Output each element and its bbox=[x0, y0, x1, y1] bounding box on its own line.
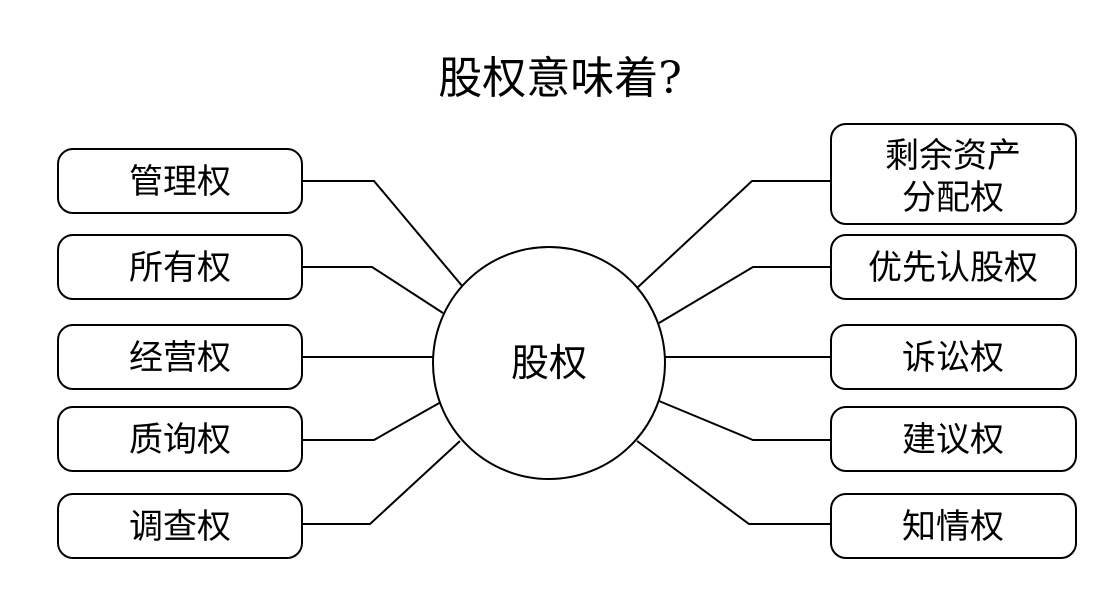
connector-left-1 bbox=[302, 180, 464, 288]
right-box-5: 知情权 bbox=[830, 493, 1077, 559]
left-box-1-label: 管理权 bbox=[129, 162, 231, 202]
right-box-5-label: 知情权 bbox=[902, 507, 1004, 547]
left-box-2-label: 所有权 bbox=[129, 248, 231, 288]
left-box-3-label: 经营权 bbox=[129, 338, 231, 378]
connector-right-4 bbox=[658, 400, 831, 441]
connector-right-2 bbox=[658, 266, 831, 324]
right-box-3: 诉讼权 bbox=[830, 324, 1077, 390]
left-box-5-label: 调查权 bbox=[129, 507, 231, 547]
left-box-4-label: 质询权 bbox=[129, 420, 231, 460]
right-box-2-label: 优先认股权 bbox=[868, 248, 1038, 288]
center-label: 股权 bbox=[511, 341, 587, 385]
right-box-1-label-line2: 分配权 bbox=[902, 178, 1004, 218]
right-box-2: 优先认股权 bbox=[830, 234, 1077, 300]
connector-right-5 bbox=[636, 440, 831, 525]
right-box-1-label-line1: 剩余资产 bbox=[885, 136, 1021, 176]
right-box-3-label: 诉讼权 bbox=[902, 338, 1004, 378]
right-box-4-label: 建议权 bbox=[902, 420, 1004, 460]
left-box-4: 质询权 bbox=[57, 406, 303, 472]
left-box-1: 管理权 bbox=[57, 148, 303, 214]
right-box-1: 剩余资产 分配权 bbox=[830, 123, 1077, 225]
right-box-4: 建议权 bbox=[830, 406, 1077, 472]
left-connectors bbox=[302, 180, 464, 525]
left-box-3: 经营权 bbox=[57, 324, 303, 390]
connector-left-2 bbox=[302, 266, 444, 314]
connector-right-1 bbox=[636, 180, 831, 289]
diagram-title: 股权意味着? bbox=[438, 53, 682, 104]
connector-left-5 bbox=[302, 440, 461, 525]
left-box-5: 调查权 bbox=[57, 493, 303, 559]
connector-left-4 bbox=[302, 401, 442, 441]
right-connectors bbox=[636, 180, 831, 525]
left-box-2: 所有权 bbox=[57, 234, 303, 300]
center-circle bbox=[432, 246, 666, 480]
